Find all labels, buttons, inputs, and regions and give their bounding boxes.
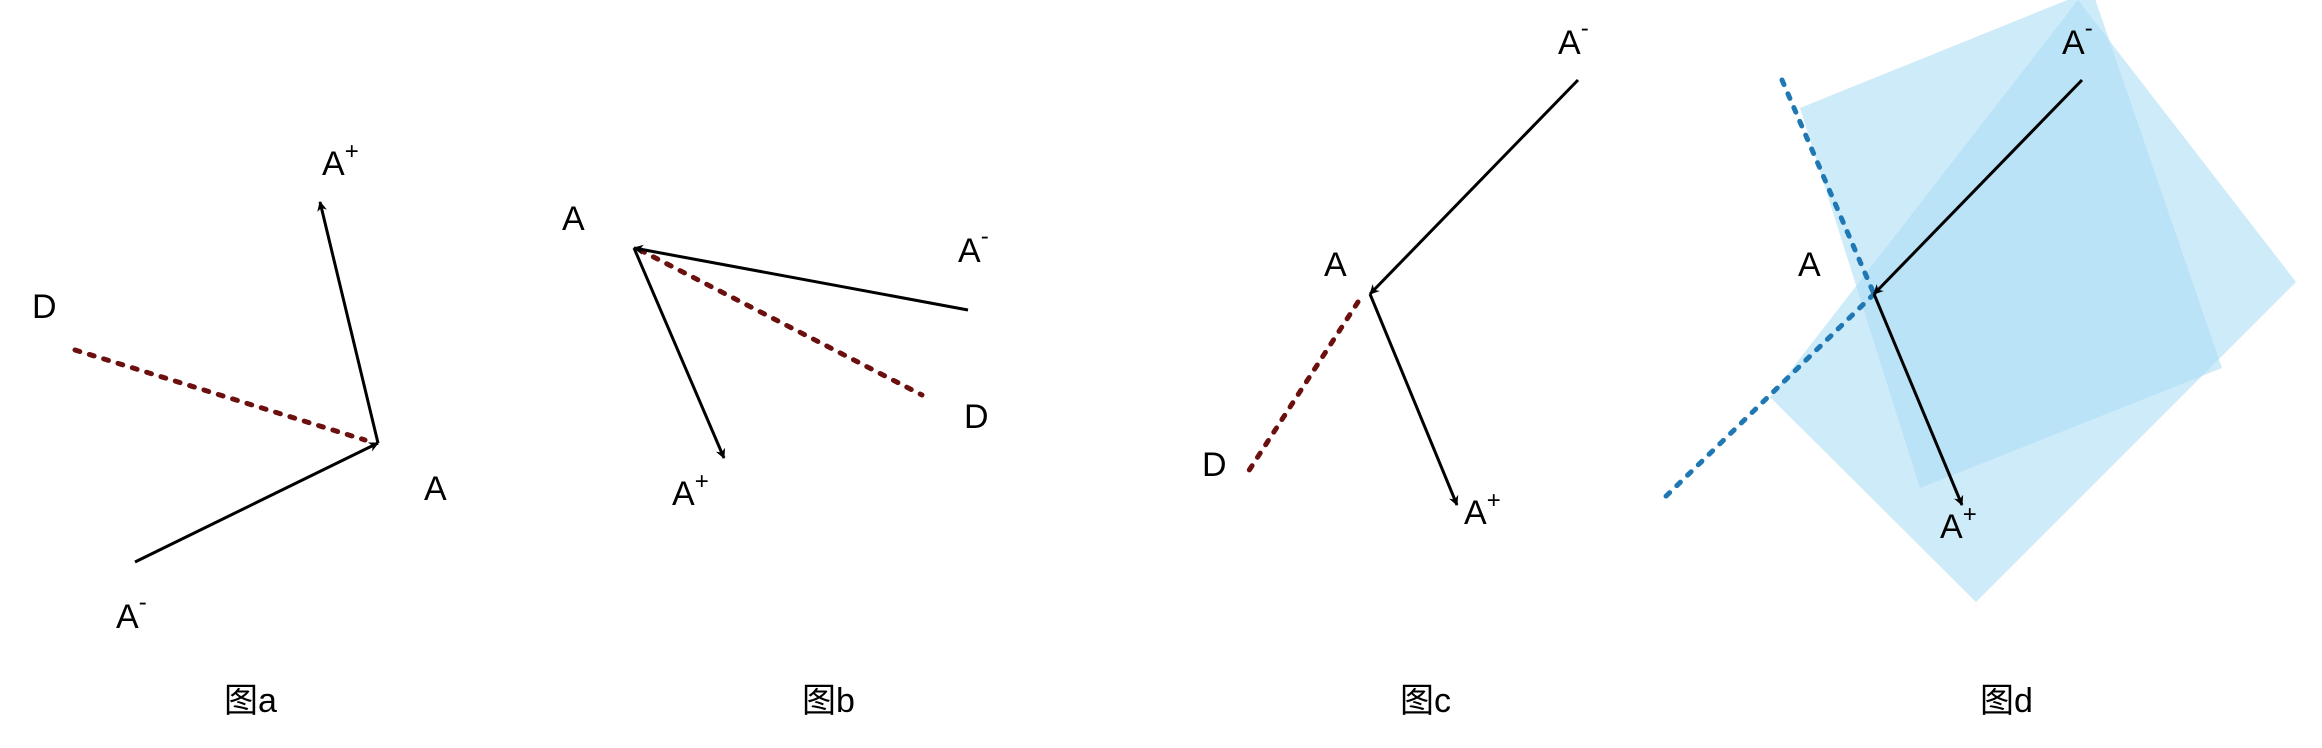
label-a: A xyxy=(1798,246,1821,284)
dotted-line-d xyxy=(1245,299,1361,475)
label-a-plus: A+ xyxy=(672,468,709,513)
label-a: A xyxy=(1324,246,1347,284)
panel-b: A D A- A+ 图b xyxy=(562,200,989,720)
label-d: D xyxy=(964,398,989,436)
panel-a: D A A+ A- 图a xyxy=(32,138,447,720)
vector-a-minus-to-a xyxy=(1872,78,2084,296)
vector-a-to-a-plus xyxy=(632,247,726,459)
vector-a-to-a-plus xyxy=(1872,293,1964,506)
caption-a: 图a xyxy=(224,682,277,720)
label-a: A xyxy=(424,470,447,508)
label-a-plus: A+ xyxy=(1940,501,1977,546)
panel-c: A D A- A+ 图c xyxy=(1202,15,1589,720)
dotted-line-d xyxy=(72,347,368,443)
vector-a-minus-to-a xyxy=(1368,78,1580,296)
vector-a-to-a-plus xyxy=(1368,293,1459,506)
caption-d: 图d xyxy=(1980,682,2033,720)
vector-a-minus-to-a xyxy=(134,441,379,564)
label-a-plus: A+ xyxy=(1464,487,1501,532)
dotted-line-d-upper xyxy=(1779,77,1877,297)
panel-d: A A- A+ 图d xyxy=(1657,0,2296,720)
caption-b: 图b xyxy=(802,682,855,720)
label-a-minus: A- xyxy=(116,589,147,636)
label-a-minus: A- xyxy=(2062,15,2093,62)
label-a: A xyxy=(562,200,585,238)
label-a-plus: A+ xyxy=(322,138,359,183)
label-d: D xyxy=(1202,446,1227,484)
vector-a-minus-to-a xyxy=(633,244,969,312)
label-d: D xyxy=(32,288,57,326)
vector-a-to-a-plus xyxy=(317,201,380,444)
label-a-minus: A- xyxy=(1558,15,1589,62)
dotted-line-d-lower xyxy=(1657,291,1877,505)
label-a-minus: A- xyxy=(958,223,989,270)
caption-c: 图c xyxy=(1400,682,1451,720)
dotted-line-d xyxy=(637,247,925,398)
